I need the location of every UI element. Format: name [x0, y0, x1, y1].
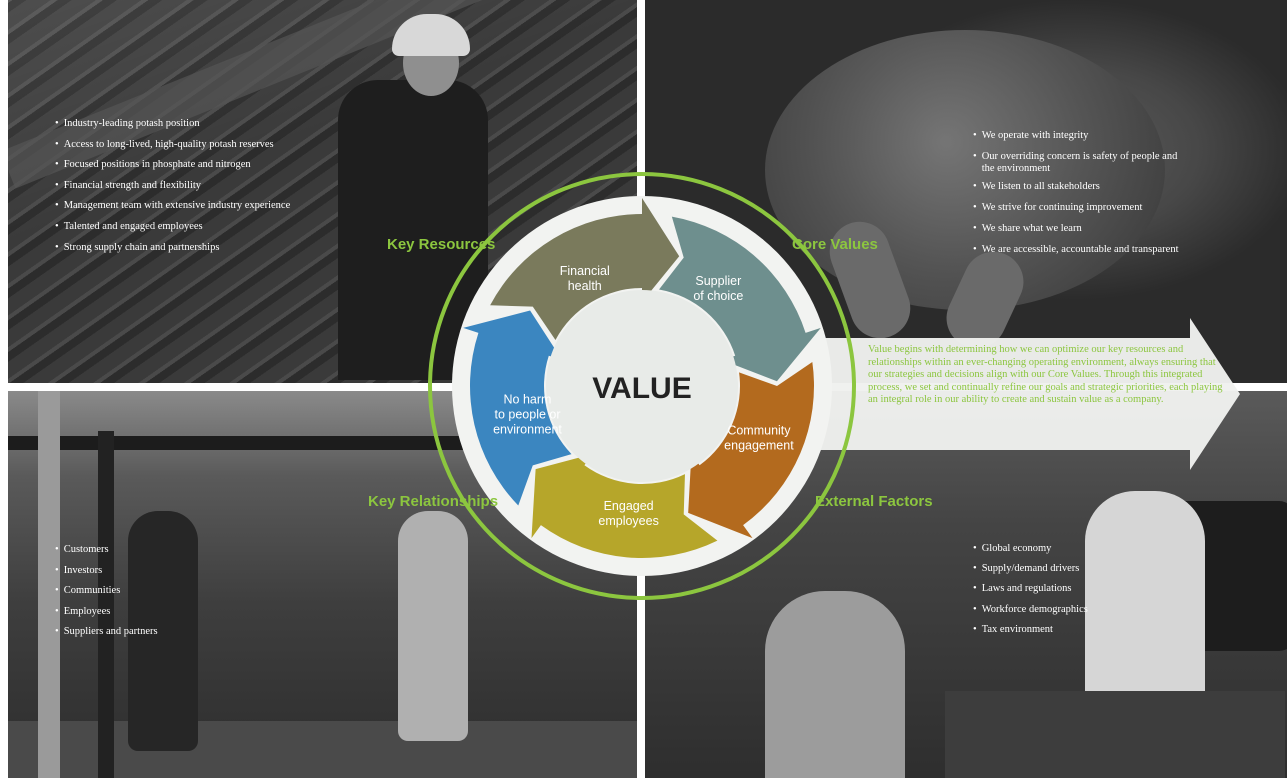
list-item: Access to long-lived, high-quality potas…: [55, 135, 290, 156]
list-item: Our overriding concern is safety of peop…: [973, 147, 1182, 175]
key-resources-label: Key Resources: [387, 236, 496, 253]
external-factors-label: External Factors: [815, 493, 933, 510]
key-resources-list: Industry-leading potash position Access …: [55, 114, 291, 259]
list-item: We share what we learn: [973, 219, 1182, 238]
list-item: Laws and regulations: [973, 579, 1088, 599]
list-item: Investors: [55, 561, 158, 582]
list-item: Strong supply chain and partnerships: [55, 238, 290, 259]
list-item: Focused positions in phosphate and nitro…: [55, 155, 290, 176]
outer-ring: [428, 172, 856, 600]
cycle-arrow-community: [688, 362, 814, 539]
list-item: We strive for continuing improvement: [973, 198, 1182, 217]
woman-figure: [765, 591, 905, 778]
list-item: Industry-leading potash position: [55, 114, 290, 135]
list-item: Financial strength and flexibility: [55, 176, 290, 197]
list-item: Supply/demand drivers: [973, 559, 1088, 579]
child-figure: [398, 511, 468, 741]
cycle-arrow-financial: [490, 198, 680, 340]
post-shape: [38, 391, 60, 778]
cycle-arrow-supplier: [659, 216, 821, 382]
list-item: We are accessible, accountable and trans…: [973, 240, 1182, 259]
description-text: Value begins with determining how we can…: [868, 344, 1223, 406]
list-item: Suppliers and partners: [55, 622, 158, 643]
monkey-bar: [8, 436, 478, 450]
list-item: Employees: [55, 602, 158, 623]
list-item: Global economy: [973, 539, 1088, 559]
list-item: Customers: [55, 540, 158, 561]
key-resources-photo: [8, 0, 637, 383]
core-values-list: We operate with integrity Our overriding…: [973, 126, 1182, 261]
key-relationships-list: Customers Investors Communities Employee…: [55, 540, 158, 643]
list-item: Talented and engaged employees: [55, 217, 290, 238]
core-values-label: Core Values: [792, 236, 878, 253]
external-factors-list: Global economy Supply/demand drivers Law…: [973, 539, 1088, 640]
description-arrow: [790, 318, 1240, 470]
cycle-arrows: [463, 198, 821, 558]
key-relationships-label: Key Relationships: [368, 493, 499, 510]
list-item: Management team with extensive industry …: [55, 196, 291, 217]
inner-circle: [546, 290, 738, 482]
center-value-label: VALUE: [592, 372, 691, 405]
list-item: We listen to all stakeholders: [973, 177, 1182, 196]
list-item-text: Our overriding concern is safety of peop…: [981, 151, 1178, 174]
hard-hat: [392, 14, 470, 56]
cycle-arrow-no_harm: [463, 310, 572, 506]
list-item: Communities: [55, 581, 158, 602]
cycle-arrow-engaged: [531, 453, 718, 558]
list-item: We operate with integrity: [973, 126, 1182, 145]
list-item: Workforce demographics: [973, 600, 1088, 620]
list-item: Tax environment: [973, 620, 1088, 640]
market-stall: [945, 691, 1285, 778]
